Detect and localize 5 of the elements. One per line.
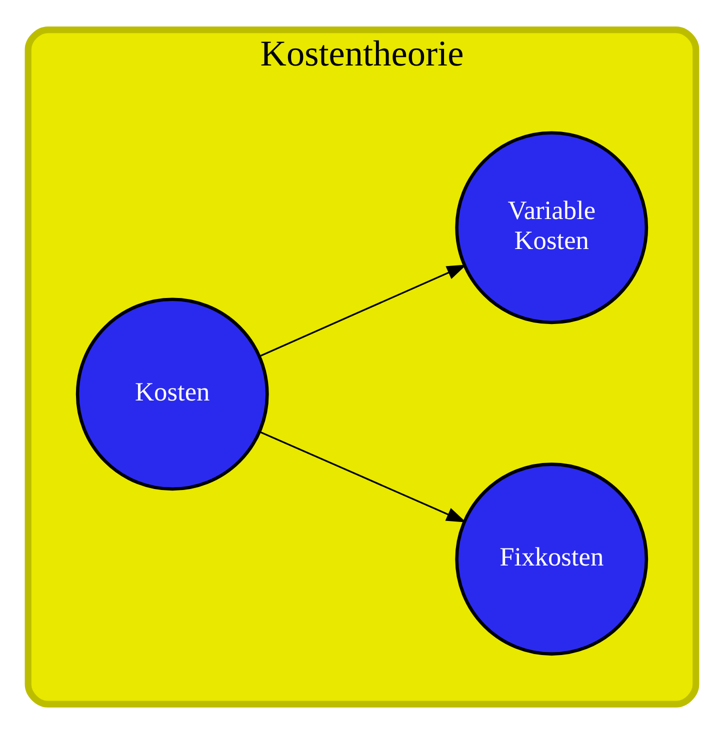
arrow: [259, 431, 466, 522]
node-circle: Variable Kosten: [455, 131, 648, 324]
arrow: [259, 264, 467, 358]
node-circle: Fixkosten: [455, 462, 648, 656]
node-circle: Kosten: [76, 298, 269, 491]
